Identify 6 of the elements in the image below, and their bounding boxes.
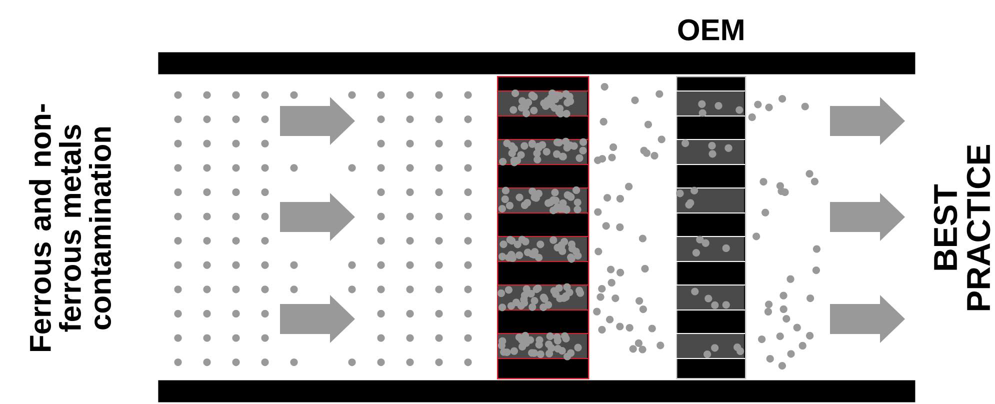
side-label: Ferrous and non-ferrous metals contamination (28, 104, 112, 351)
pipe-wall (158, 52, 916, 74)
side-label: BEST PRACTICE (934, 144, 990, 310)
pipe-wall (158, 380, 916, 402)
filter-drawing (676, 76, 746, 380)
filter-label: OEM (678, 19, 744, 40)
